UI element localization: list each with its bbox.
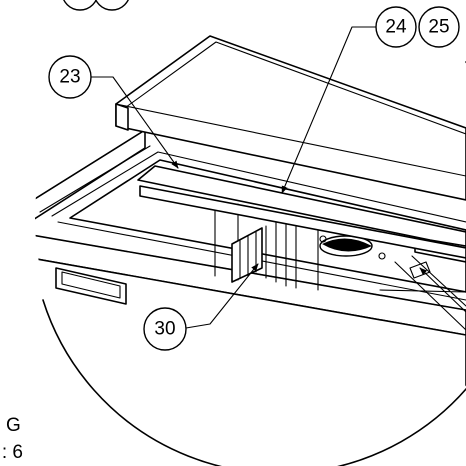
cabinet-isometric-view <box>35 35 466 466</box>
lid-front-bar <box>139 185 466 259</box>
sliding-lid-edge <box>115 41 466 177</box>
detail-label: G <box>6 415 21 436</box>
leader-30 <box>185 263 259 329</box>
mount-hole <box>378 252 386 260</box>
glass-panel <box>137 165 466 247</box>
detail-scale: 1 : 6 <box>0 442 23 463</box>
detail-boundary-arc <box>42 61 466 466</box>
leader-right <box>419 267 466 313</box>
leader-24 <box>281 26 377 194</box>
right-rail-bracket <box>409 261 431 279</box>
balloon-23: 23 <box>48 55 92 99</box>
balloon-23-text: 23 <box>59 67 80 88</box>
sliding-lid-front <box>115 103 129 131</box>
balloon-partial <box>63 0 97 11</box>
handle-slot <box>55 267 127 305</box>
balloon-30-text: 30 <box>154 319 175 340</box>
fan <box>319 235 373 257</box>
balloon-partial <box>95 0 129 11</box>
balloon-25-text: 25 <box>428 17 449 38</box>
balloon-25: 25 <box>418 6 460 48</box>
mount-hole <box>319 235 327 243</box>
balloon-30: 30 <box>143 307 187 351</box>
balloon-24: 24 <box>375 6 417 48</box>
leader-23 <box>90 76 179 169</box>
balloon-24-text: 24 <box>385 17 407 38</box>
